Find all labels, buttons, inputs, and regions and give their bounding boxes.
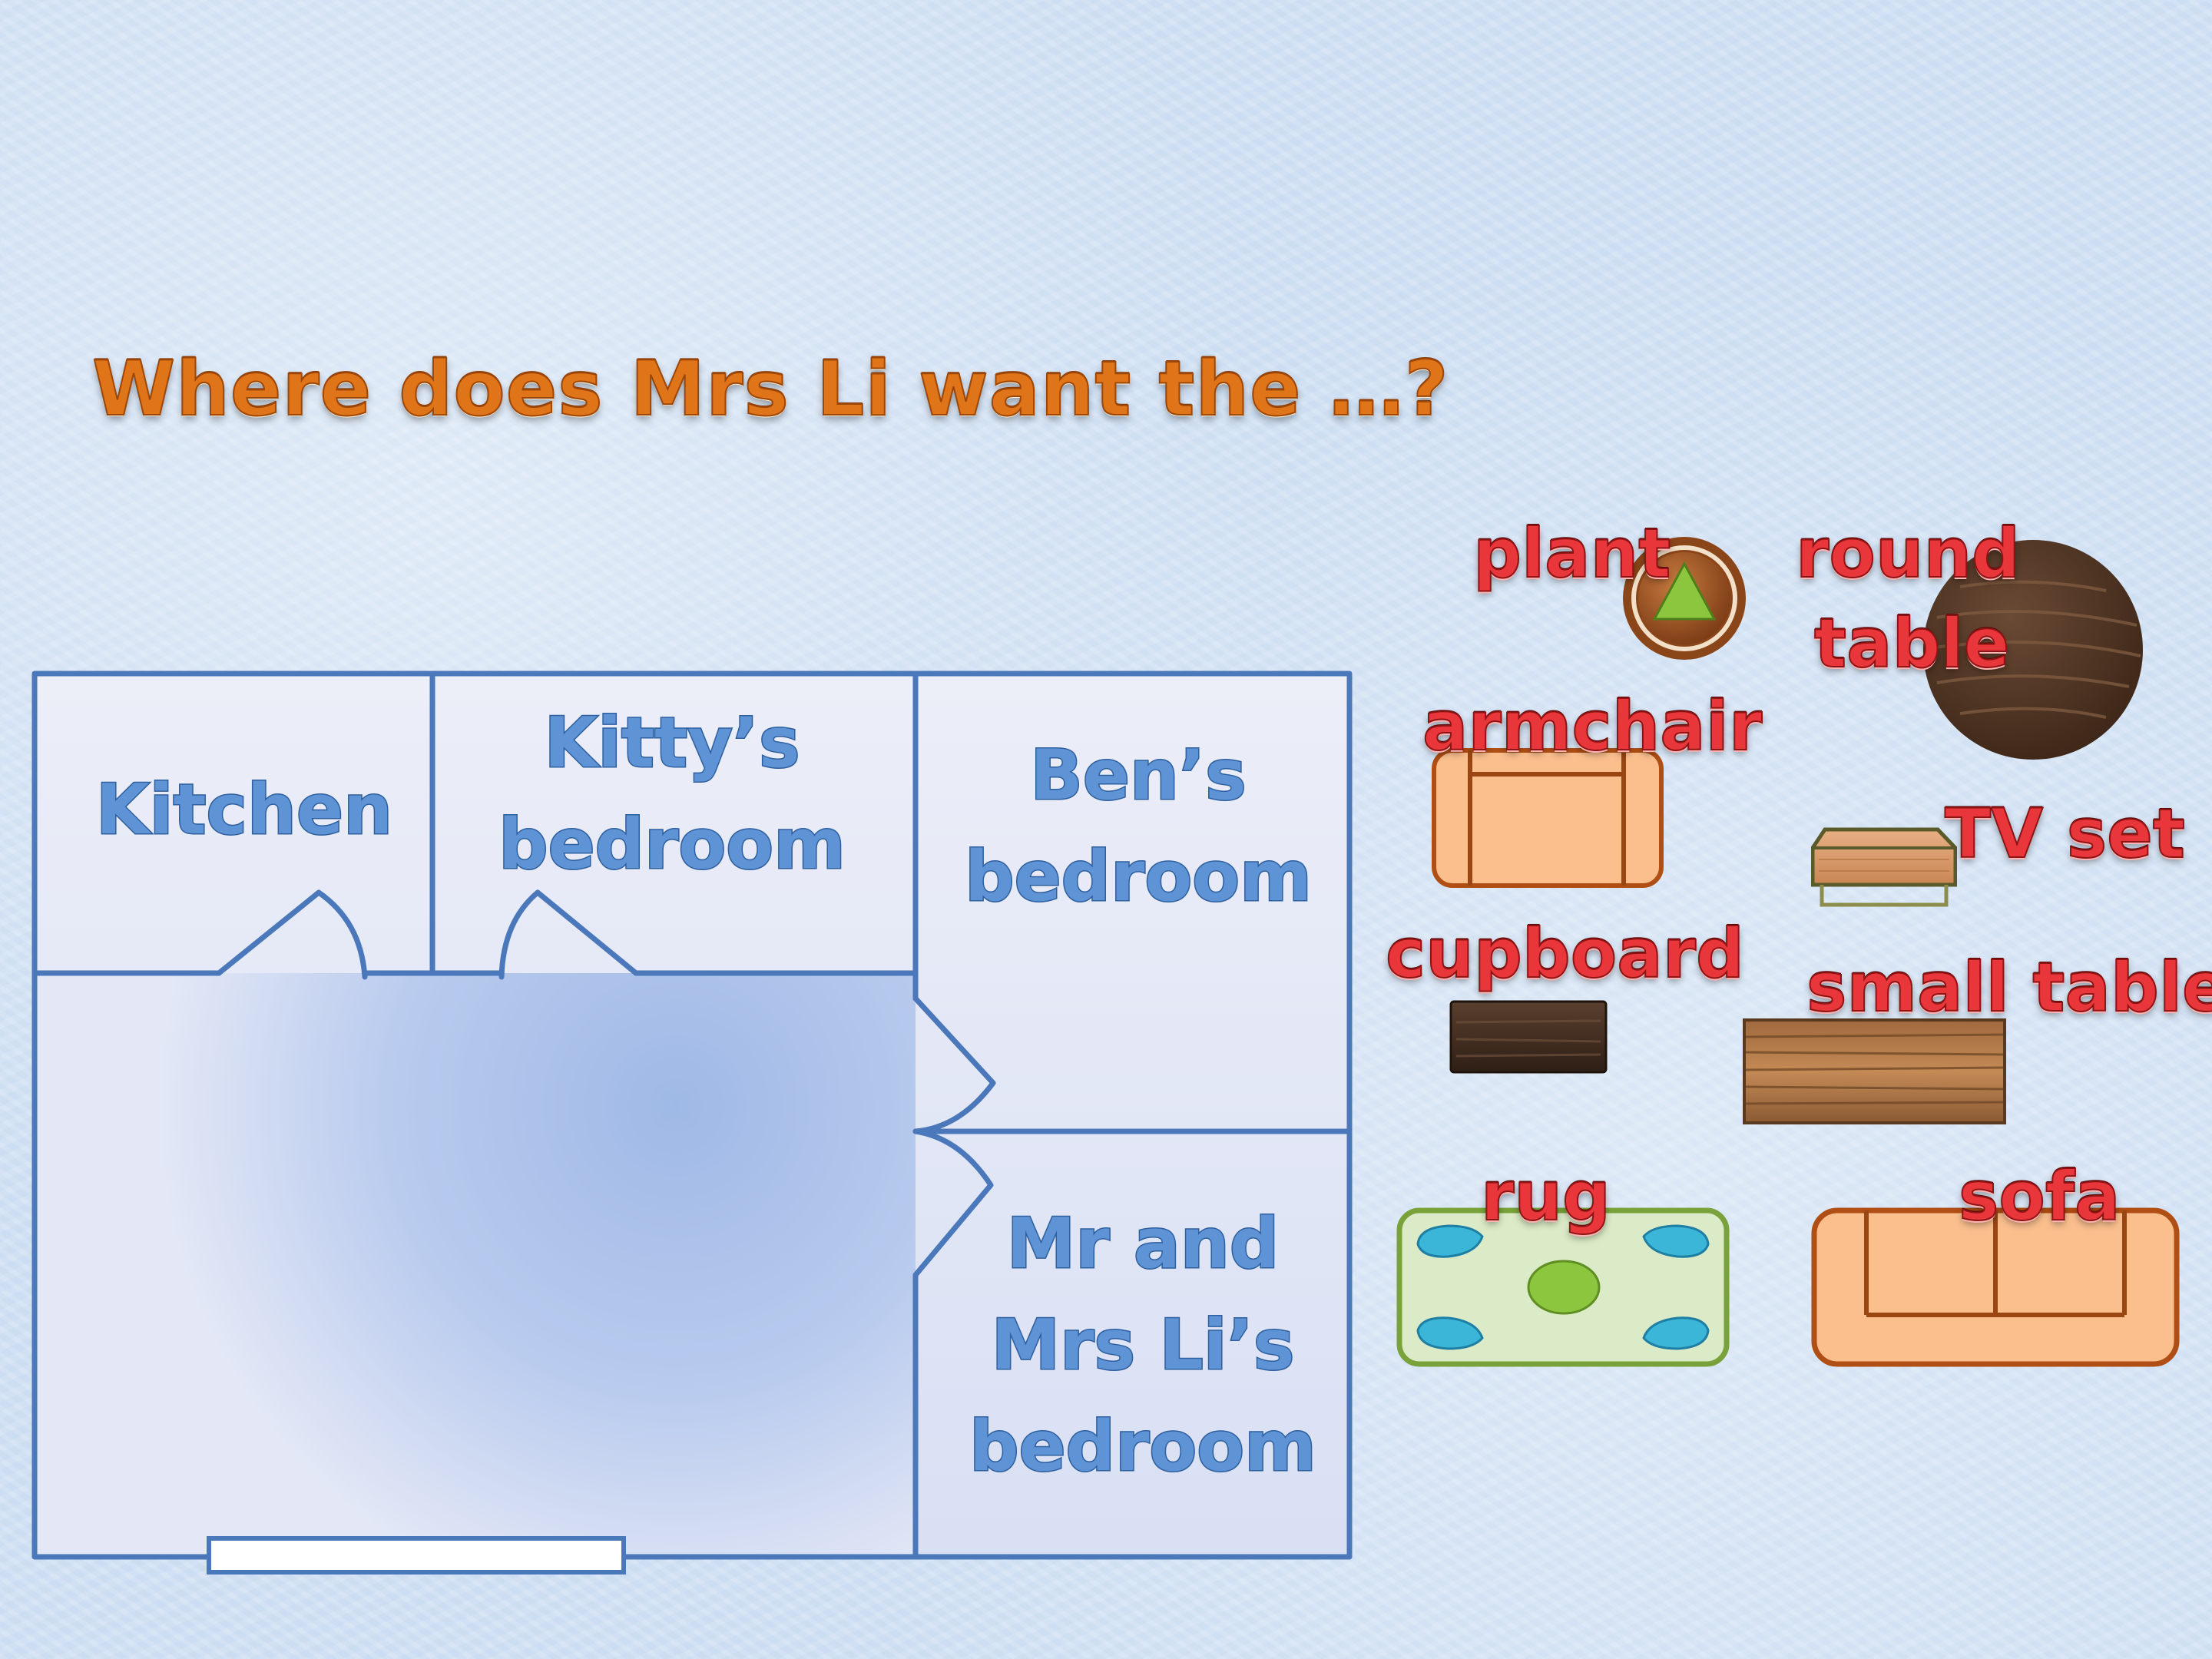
round-table-label-line1: round [1795, 514, 2021, 593]
plant-label: plant [1472, 514, 1671, 593]
rug-item[interactable] [1396, 1207, 1730, 1367]
kitchen-door [216, 889, 368, 980]
page-title: Where does Mrs Li want the …? [91, 345, 1449, 434]
room-label-kitty-line2: bedroom [498, 804, 846, 885]
room-label-kitty-line1: Kitty’s [544, 703, 800, 783]
rug-ornament-icon [1642, 1316, 1710, 1350]
hallway-area [35, 973, 916, 1557]
room-label-parents-line3: bedroom [969, 1406, 1316, 1487]
sofa-label: sofa [1958, 1157, 2121, 1236]
rug-ornament-icon [1416, 1224, 1484, 1258]
tv-set-label: TV set [1944, 794, 2186, 873]
rug-ornament-icon [1416, 1316, 1484, 1350]
room-label-kitchen: Kitchen [96, 770, 392, 850]
rug-label: rug [1480, 1157, 1611, 1236]
floor-plan: Kitchen Kitty’s bedroom Ben’s bedroom Mr… [31, 671, 1353, 1575]
cupboard-item[interactable] [1449, 999, 1608, 1076]
round-table-label-line2: table [1813, 604, 2010, 683]
armchair-item[interactable] [1430, 747, 1665, 891]
ben-door [912, 995, 996, 1134]
small-table-label: small table [1806, 948, 2212, 1027]
kitty-door [498, 889, 639, 980]
tv-set-item[interactable] [1811, 825, 1957, 911]
room-label-ben-line2: bedroom [965, 836, 1312, 917]
rug-center-icon [1527, 1260, 1601, 1315]
outer-wall [31, 671, 1353, 1560]
round-table-item[interactable] [1914, 533, 2148, 763]
sofa-item[interactable] [1811, 1207, 2180, 1367]
small-table-item[interactable] [1742, 1018, 2007, 1125]
plant-item[interactable] [1619, 533, 1750, 664]
armchair-label: armchair [1422, 687, 1763, 766]
cupboard-label: cupboard [1385, 914, 1745, 993]
rug-ornament-icon [1642, 1224, 1710, 1258]
parents-door [912, 1128, 994, 1278]
plant-leaf-icon [1652, 561, 1717, 621]
front-door [207, 1536, 626, 1575]
room-label-ben-line1: Ben’s [1030, 735, 1246, 816]
room-label-parents-line2: Mrs Li’s [992, 1305, 1295, 1386]
room-label-parents-line1: Mr and [1007, 1204, 1280, 1284]
